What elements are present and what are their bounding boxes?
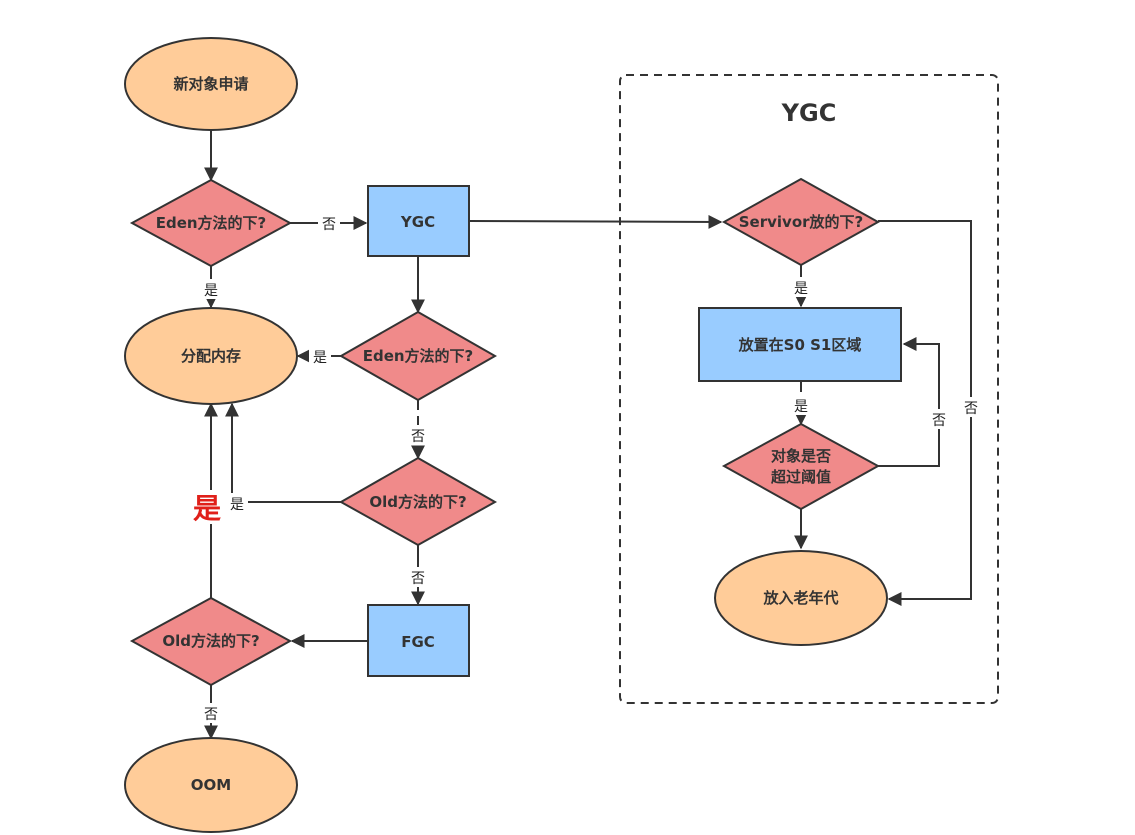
node-fgc-label: FGC <box>401 633 435 651</box>
edge-threshold-to-s0s1 <box>878 337 940 467</box>
edge-old1-to-allocate <box>225 402 341 503</box>
node-threshold-check <box>721 422 881 511</box>
node-old-check-2 <box>129 596 293 687</box>
node-threshold-check-label-2: 超过阈值 <box>770 468 831 486</box>
node-oom-label: OOM <box>191 776 231 794</box>
ygc-group-title: YGC <box>781 99 837 127</box>
node-old-check-1 <box>338 456 498 547</box>
edge-label-s0s1-yes: 是 <box>794 399 808 415</box>
edge-label-old2-no: 否 <box>204 707 218 723</box>
edge-label-eden2-no: 否 <box>411 429 425 445</box>
edge-label-old1-yes: 是 <box>230 497 244 513</box>
node-allocate <box>124 307 298 405</box>
ygc-group-frame <box>619 74 999 704</box>
edge-label-survivor-yes: 是 <box>794 281 808 297</box>
node-oom <box>124 737 298 833</box>
edge-label-old2-yes-big: 是 <box>193 492 221 525</box>
node-ygc-label: YGC <box>400 213 435 231</box>
edge-label-old1-no: 否 <box>411 571 425 587</box>
edge-ygc-to-survivor <box>469 214 723 229</box>
node-threshold-check-label-1: 对象是否 <box>771 447 831 465</box>
edge-label-threshold-no: 否 <box>932 413 946 429</box>
edge-label-eden2-yes: 是 <box>313 350 327 366</box>
node-survivor-check-label: Servivor放的下? <box>739 213 863 231</box>
edge-label-eden1-yes: 是 <box>204 283 218 299</box>
edge-survivor-to-oldgen <box>878 220 972 606</box>
node-new-object <box>124 37 298 131</box>
node-allocate-label: 分配内存 <box>181 347 241 365</box>
node-put-s0-s1 <box>698 307 902 382</box>
node-survivor-check <box>721 177 881 267</box>
node-ygc <box>367 185 470 257</box>
node-old-gen-label: 放入老年代 <box>762 589 838 607</box>
node-eden-check-2 <box>338 310 498 402</box>
node-eden-check-1-label: Eden方法的下? <box>156 214 267 232</box>
node-old-check-1-label: Old方法的下? <box>369 493 466 511</box>
edge-label-eden1-no: 否 <box>322 217 336 233</box>
node-new-object-label: 新对象申请 <box>173 75 248 93</box>
node-fgc <box>367 604 470 677</box>
node-old-gen <box>714 550 888 646</box>
node-old-check-2-label: Old方法的下? <box>162 632 259 650</box>
edge-label-survivor-no: 否 <box>964 401 978 417</box>
node-eden-check-2-label: Eden方法的下? <box>363 347 474 365</box>
node-eden-check-1 <box>129 178 293 268</box>
node-put-s0-s1-label: 放置在S0 S1区域 <box>738 336 862 354</box>
